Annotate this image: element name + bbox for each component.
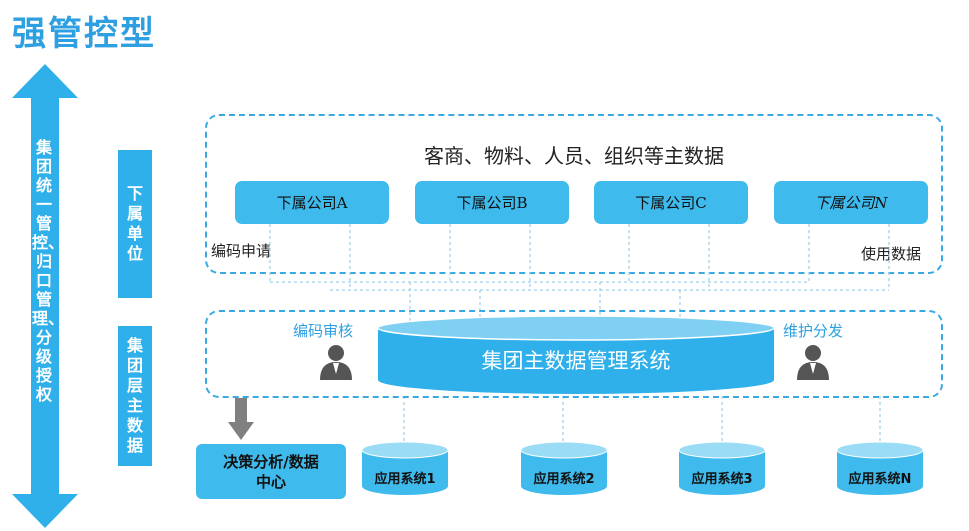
- app-system-n-label: 应用系统N: [848, 472, 912, 487]
- company-a-box: 下属公司A: [235, 181, 389, 224]
- app-system-2-cylinder: [520, 441, 608, 495]
- app-system-1-cylinder: [361, 441, 449, 495]
- down-arrow-icon: [228, 398, 254, 440]
- company-c-box: 下属公司C: [594, 181, 748, 224]
- reviewer-person-icon: [320, 345, 352, 380]
- master-data-heading: 客商、物料、人员、组织等主数据: [424, 144, 724, 168]
- subsidiary-level-text: 下属单位: [126, 184, 143, 263]
- subsidiary-level-label: 下属单位: [118, 150, 152, 298]
- double-arrow-icon: [12, 64, 78, 528]
- decision-line-1: 决策分析/数据: [223, 452, 319, 471]
- arrow-label: 集团统一管控、归口管理、分级授权: [32, 138, 65, 404]
- subsidiary-container: [205, 114, 943, 274]
- maintain-distribute-note: 维护分发: [783, 322, 844, 340]
- app-system-2-label: 应用系统2: [533, 472, 595, 487]
- app-system-3-label: 应用系统3: [691, 472, 753, 487]
- decision-line-2: 中心: [255, 472, 286, 491]
- app-system-n-cylinder: [836, 441, 924, 495]
- group-container: [205, 310, 943, 398]
- decision-center-box: 决策分析/数据 中心: [196, 444, 346, 499]
- database-cylinder-icon: [377, 315, 775, 394]
- page-title: 强管控型: [12, 14, 156, 54]
- group-level-label: 集团层主数据: [118, 326, 152, 466]
- mdm-system-label: 集团主数据管理系统: [481, 349, 671, 373]
- app-system-3-cylinder: [678, 441, 766, 495]
- company-b-box: 下属公司B: [415, 181, 569, 224]
- app-system-1-label: 应用系统1: [374, 472, 436, 487]
- group-level-text: 集团层主数据: [126, 336, 143, 455]
- code-request-note: 编码申请: [211, 242, 272, 260]
- use-data-note: 使用数据: [861, 245, 922, 263]
- code-review-note: 编码审核: [293, 322, 354, 340]
- maintainer-person-icon: [797, 345, 829, 380]
- company-n-box: 下属公司N: [774, 181, 928, 224]
